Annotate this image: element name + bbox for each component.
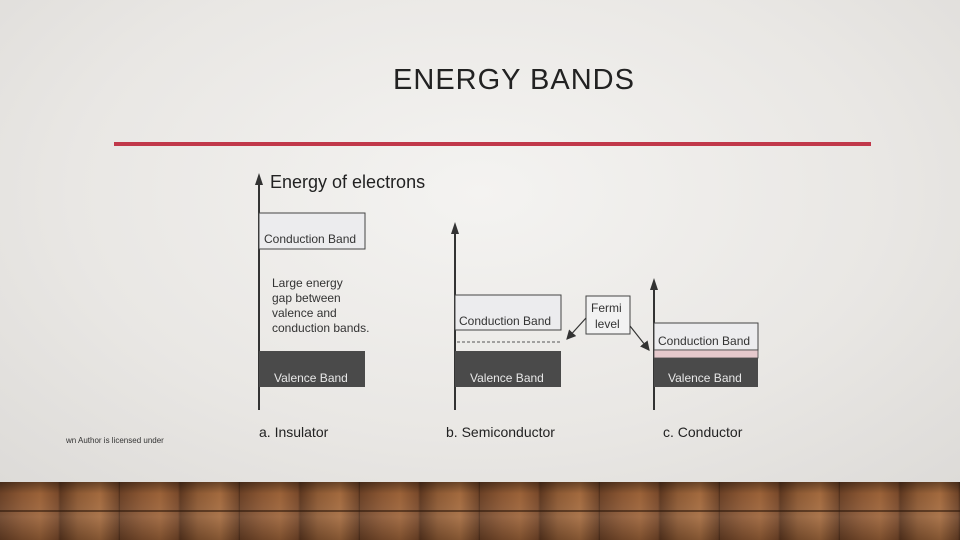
insulator-conduction-label: Conduction Band xyxy=(264,232,356,246)
title-underline xyxy=(114,142,871,146)
semiconductor-conduction-band xyxy=(454,294,562,331)
insulator-conduction-band xyxy=(258,212,366,250)
fermi-arrow-left xyxy=(566,317,587,340)
insulator-caption: a. Insulator xyxy=(259,424,329,440)
energy-band-diagram: Energy of electrons Conduction Band Larg… xyxy=(255,172,759,440)
insulator-gap-note: Large energy gap between valence and con… xyxy=(272,276,369,335)
gap-note-line: conduction bands. xyxy=(272,321,369,335)
insulator-valence-band xyxy=(259,351,365,387)
semiconductor-caption: b. Semiconductor xyxy=(446,424,555,440)
gap-note-line: Large energy xyxy=(272,276,343,290)
semiconductor-panel: Conduction Band Valence Band b. Semicond… xyxy=(446,222,562,440)
gap-note-line: gap between xyxy=(272,291,341,305)
fermi-arrow-right xyxy=(629,325,650,351)
conductor-valence-band xyxy=(654,358,758,387)
image-credit: wn Author is licensed under xyxy=(66,436,164,445)
insulator-panel: Conduction Band Large energy gap between… xyxy=(255,173,369,440)
slide-title: ENERGY BANDS xyxy=(393,64,635,96)
conductor-valence-label: Valence Band xyxy=(668,371,742,385)
fermi-label-line: Fermi xyxy=(591,301,622,315)
axis-title: Energy of electrons xyxy=(270,172,425,192)
conductor-panel: Conduction Band Valence Band c. Conducto… xyxy=(650,278,759,440)
wood-floor-decoration xyxy=(0,482,960,540)
gap-note-line: valence and xyxy=(272,306,337,320)
fermi-label: Fermi level xyxy=(591,301,625,331)
conductor-conduction-label: Conduction Band xyxy=(658,334,750,348)
insulator-axis-arrowhead xyxy=(255,173,263,185)
fermi-label-box xyxy=(585,295,631,335)
semiconductor-valence-label: Valence Band xyxy=(470,371,544,385)
fermi-label-line: level xyxy=(595,317,620,331)
slide-background xyxy=(0,0,960,482)
conductor-axis-arrowhead xyxy=(650,278,658,290)
semiconductor-axis-arrowhead xyxy=(451,222,459,234)
insulator-valence-label: Valence Band xyxy=(274,371,348,385)
semiconductor-conduction-label: Conduction Band xyxy=(459,314,551,328)
fermi-level-callout: Fermi level xyxy=(566,295,650,351)
conductor-overlap-region xyxy=(653,349,759,359)
conductor-caption: c. Conductor xyxy=(663,424,743,440)
semiconductor-valence-band xyxy=(455,351,561,387)
